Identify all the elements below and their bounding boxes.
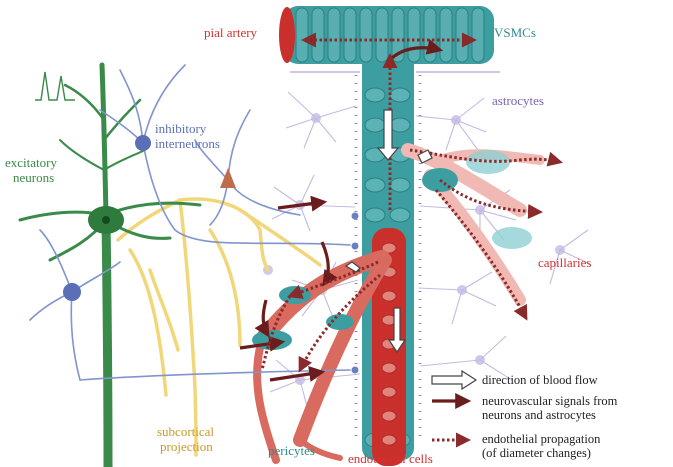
subcortical-label-line1: subcortical	[157, 424, 215, 439]
excitatory-label-line2: neurons	[13, 170, 55, 185]
pericytes-label: pericytes	[268, 443, 315, 458]
legend-symbols	[431, 369, 478, 448]
legend-label-endothelial-2: (of diameter changes)	[482, 446, 591, 460]
subcortical-projection-fibers	[116, 197, 322, 457]
arteriole-lumen	[372, 228, 406, 466]
vsmcs-label: VSMCs	[494, 25, 536, 40]
legend-label-blood-flow: direction of blood flow	[482, 373, 598, 387]
inhibitory-label-line1: inhibitory	[155, 121, 207, 136]
legend-label-neurovascular-2: neurons and astrocytes	[482, 408, 596, 422]
inhibitory-label-line2: interneurons	[155, 136, 220, 151]
neurovascular-signal-arrows	[239, 39, 444, 382]
endothelial-cells-label: endothelial cells	[348, 451, 433, 466]
capillaries-label: capillaries	[538, 255, 592, 270]
legend-label-neurovascular-1: neurovascular signals from	[482, 394, 618, 408]
astrocytes-label: astrocytes	[492, 93, 544, 108]
astrocyte-endfeet	[354, 75, 422, 440]
excitatory-label-line1: excitatory	[5, 155, 57, 170]
legend-label-endothelial-1: endothelial propagation	[482, 432, 601, 446]
inhibitory-somas	[63, 135, 359, 374]
spike-trace	[35, 71, 75, 101]
excitatory-neuron	[18, 62, 202, 467]
astrocyte-network	[263, 91, 591, 411]
subcortical-label-line2: projection	[160, 439, 213, 454]
blood-flow-arrows	[344, 109, 433, 354]
pial-artery-vessel	[279, 6, 494, 64]
pial-artery-label: pial artery	[204, 25, 258, 40]
